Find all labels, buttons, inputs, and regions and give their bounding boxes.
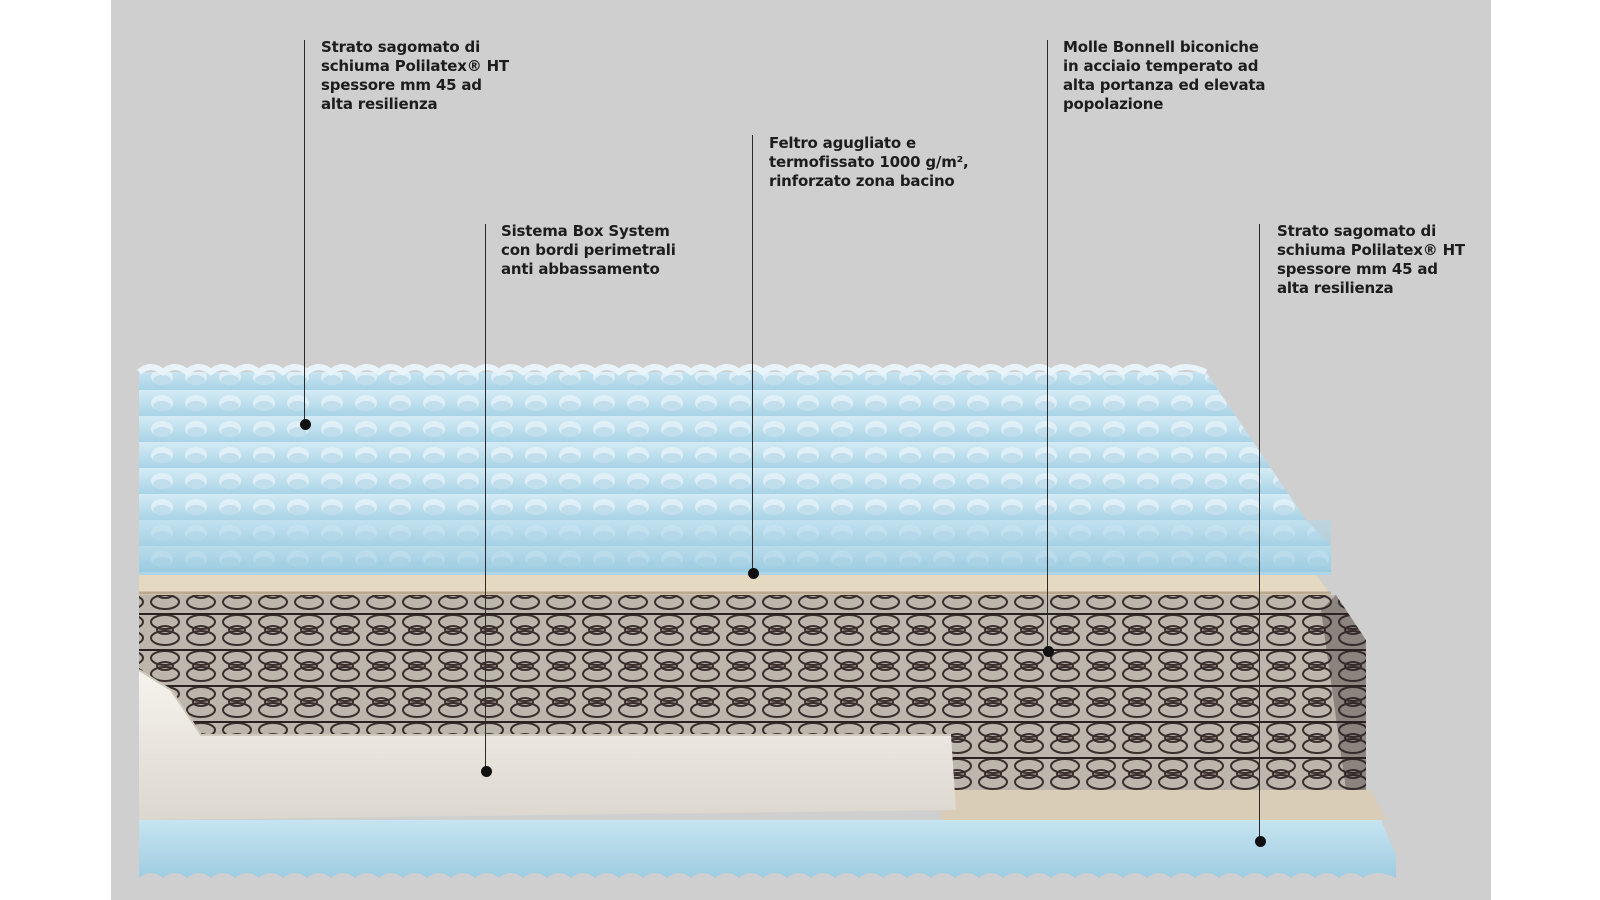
- callout-line: spessore mm 45 ad: [321, 76, 482, 94]
- callout-line: Strato sagomato di: [321, 38, 481, 56]
- callout-line: spessore mm 45 ad: [1277, 260, 1438, 278]
- callout-top-foam: Strato sagomato di schiuma Polilatex® HT…: [321, 38, 509, 114]
- leader-line-top-foam: [304, 40, 305, 424]
- callout-line: Molle Bonnell biconiche: [1063, 38, 1259, 56]
- leader-line-bottom-foam: [1259, 224, 1260, 841]
- marker-box-system: [481, 766, 492, 777]
- callout-line: Strato sagomato di: [1277, 222, 1437, 240]
- callout-line: Sistema Box System: [501, 222, 670, 240]
- callout-line: Feltro agugliato e: [769, 134, 917, 152]
- callout-box-system: Sistema Box System con bordi perimetrali…: [501, 222, 676, 279]
- callout-line: schiuma Polilatex® HT: [321, 57, 509, 75]
- callout-felt: Feltro agugliato e termofissato 1000 g/m…: [769, 134, 969, 191]
- callout-line: alta resilienza: [1277, 279, 1394, 297]
- callout-springs: Molle Bonnell biconiche in acciaio tempe…: [1063, 38, 1265, 114]
- top-foam-layer: [137, 364, 1331, 575]
- callout-line: con bordi perimetrali: [501, 241, 676, 259]
- bottom-foam-layer: [139, 820, 1396, 900]
- diagram-panel: Strato sagomato di schiuma Polilatex® HT…: [111, 0, 1491, 900]
- leader-line-springs: [1047, 40, 1048, 651]
- callout-line: anti abbassamento: [501, 260, 660, 278]
- box-system-edge: [138, 669, 956, 820]
- callout-line: alta resilienza: [321, 95, 438, 113]
- marker-bottom-foam: [1255, 836, 1266, 847]
- leader-line-box-system: [485, 224, 486, 771]
- marker-felt: [748, 568, 759, 579]
- mattress-illustration: [137, 364, 1396, 900]
- callout-line: alta portanza ed elevata: [1063, 76, 1266, 94]
- callout-line: termofissato 1000 g/m²,: [769, 153, 969, 171]
- callout-line: schiuma Polilatex® HT: [1277, 241, 1465, 259]
- callout-bottom-foam: Strato sagomato di schiuma Polilatex® HT…: [1277, 222, 1465, 298]
- marker-top-foam: [300, 419, 311, 430]
- callout-line: rinforzato zona bacino: [769, 172, 955, 190]
- callout-line: in acciaio temperato ad: [1063, 57, 1259, 75]
- felt-layer: [139, 575, 1331, 595]
- callout-line: popolazione: [1063, 95, 1164, 113]
- lower-felt-layer: [941, 790, 1386, 820]
- marker-springs: [1043, 646, 1054, 657]
- leader-line-felt: [752, 135, 753, 573]
